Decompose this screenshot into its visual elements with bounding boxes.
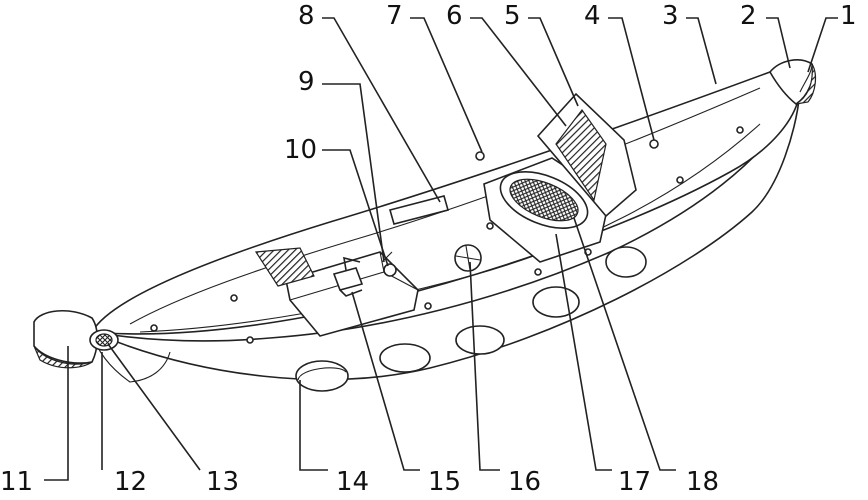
porthole [605,246,647,278]
fixing-point [649,139,659,149]
callouts: 1 2 3 4 5 6 7 8 9 10 11 12 13 14 15 16 1… [0,1,857,497]
callout-12: 12 [114,467,147,497]
side-portholes [295,246,647,392]
callout-5: 5 [504,1,521,31]
callout-18: 18 [686,467,719,497]
bow-cap [769,59,817,105]
callout-1: 1 [840,1,857,31]
stern-cap [33,309,119,369]
hatched-plate [254,247,315,287]
leader-lines [44,17,838,481]
callout-16: 16 [508,467,541,497]
callout-4: 4 [584,1,601,31]
deck-slot [389,195,449,225]
callout-3: 3 [662,1,679,31]
porthole [295,360,349,392]
porthole [379,343,431,373]
callout-11: 11 [0,467,33,497]
callout-17: 17 [618,467,651,497]
callout-10: 10 [284,135,317,165]
porthole [455,325,505,355]
callout-14: 14 [336,467,369,497]
control-knob [383,263,397,277]
callout-7: 7 [386,1,403,31]
porthole [532,286,580,318]
callout-15: 15 [428,467,461,497]
fixing-point [475,151,485,161]
callout-9: 9 [298,67,315,97]
hull [90,70,801,383]
callout-13: 13 [206,467,239,497]
callout-2: 2 [740,1,757,31]
callout-6: 6 [446,1,463,31]
callout-8: 8 [298,1,315,31]
deck-features [150,92,744,344]
